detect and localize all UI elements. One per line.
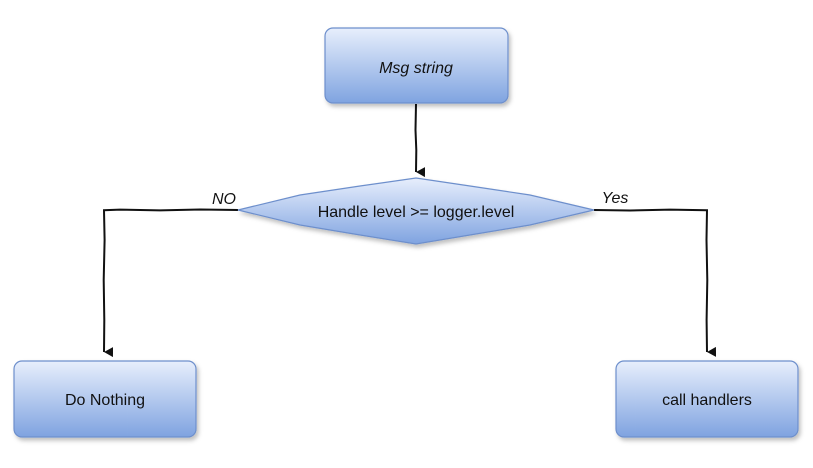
node-call-handlers-label: call handlers: [662, 392, 752, 409]
node-msg-string-label: Msg string: [379, 60, 453, 77]
node-do-nothing-shape: [13, 360, 197, 438]
edge-no-label: NO: [212, 191, 236, 208]
node-decision: Handle level >= logger.level: [237, 177, 595, 245]
node-call-handlers: call handlers: [615, 360, 799, 438]
node-do-nothing-label: Do Nothing: [65, 392, 145, 409]
edge-yes: [593, 208, 717, 357]
node-decision-shape: [237, 177, 595, 245]
node-decision-label: Handle level >= logger.level: [318, 204, 515, 221]
edge-no: [102, 208, 239, 358]
edge-yes-label: Yes: [602, 190, 629, 207]
node-msg-string: Msg string: [324, 27, 509, 104]
node-msg-string-shape: [324, 27, 509, 104]
node-call-handlers-shape: [615, 360, 799, 438]
node-do-nothing: Do Nothing: [13, 360, 197, 438]
edge-msg-to-decision: [414, 103, 426, 178]
